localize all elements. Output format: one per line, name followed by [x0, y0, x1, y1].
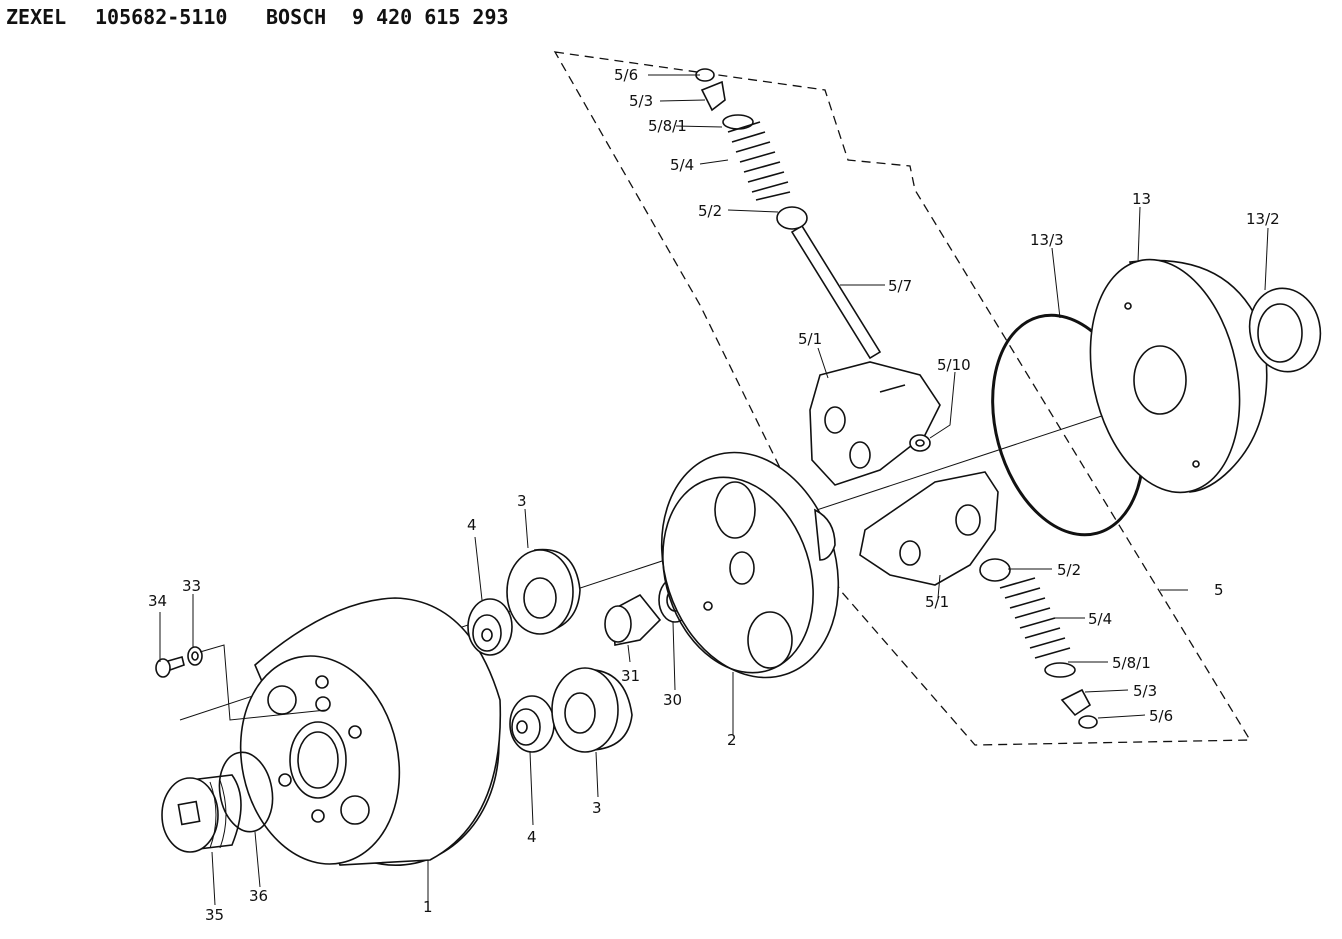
part-33-washer — [187, 646, 203, 666]
part-3-sleeve-upper — [506, 548, 581, 635]
part-5-10-bushing — [909, 434, 931, 452]
label-5-7: 5/7 — [888, 277, 912, 295]
label-5-2-top: 5/2 — [698, 202, 722, 220]
part-34-screw — [155, 656, 185, 678]
part-5-8-1-shim-lower — [1044, 662, 1076, 678]
part-5-1-roller-holder-lower — [859, 471, 999, 586]
part-31-nut — [604, 593, 662, 646]
part-5-4-spring-lower — [999, 577, 1071, 659]
part-1-housing — [239, 597, 502, 866]
part-5-2-seat-upper — [776, 206, 808, 230]
header-brand-bosch: BOSCH — [266, 5, 326, 29]
label-1: 1 — [423, 898, 433, 916]
label-33: 33 — [182, 577, 201, 595]
part-5-4-spring-upper — [727, 121, 791, 201]
label-4-top: 4 — [467, 516, 477, 534]
screw-guide-line — [199, 644, 327, 721]
label-5-6-bottom: 5/6 — [1149, 707, 1173, 725]
part-5-6-cap-lower — [1078, 715, 1098, 729]
label-5-2-bottom: 5/2 — [1057, 561, 1081, 579]
label-3-top: 3 — [517, 492, 527, 510]
label-13-2: 13/2 — [1246, 210, 1280, 228]
label-36: 36 — [249, 887, 268, 905]
part-2-pressure-plate — [660, 451, 840, 679]
label-5-3-bottom: 5/3 — [1133, 682, 1157, 700]
label-30: 30 — [663, 691, 682, 709]
part-3-sleeve-lower — [551, 667, 633, 753]
part-5-1-roller-holder-upper — [809, 361, 941, 486]
label-5-6-top: 5/6 — [614, 66, 638, 84]
part-13-end-cover — [1089, 258, 1268, 494]
label-13: 13 — [1132, 190, 1151, 208]
label-13-3: 13/3 — [1030, 231, 1064, 249]
part-35-plug — [161, 774, 242, 853]
label-5-8-1-bottom: 5/8/1 — [1112, 654, 1151, 672]
leader-lines — [159, 74, 1269, 912]
callout-labels: 5/6 5/3 5/8/1 5/4 5/2 5/7 5/1 5/10 13 13… — [148, 66, 1280, 924]
header-brand-zexel: ZEXEL — [6, 5, 66, 29]
label-5-1-top: 5/1 — [798, 330, 822, 348]
label-3-bottom: 3 — [592, 799, 602, 817]
part-5-3-retainer-lower — [1060, 688, 1092, 717]
label-5-1-bottom: 5/1 — [925, 593, 949, 611]
label-5: 5 — [1214, 581, 1224, 599]
part-5-2-seat-lower — [979, 558, 1011, 582]
lower-spring-stack — [979, 558, 1098, 729]
header-bosch-part-number: 9 420 615 293 — [352, 5, 509, 29]
label-5-4-bottom: 5/4 — [1088, 610, 1112, 628]
part-4-piston-upper — [467, 598, 513, 656]
label-5-8-1-top: 5/8/1 — [648, 117, 687, 135]
label-5-3-top: 5/3 — [629, 92, 653, 110]
label-34: 34 — [148, 592, 167, 610]
subassembly-5-boundary — [553, 51, 1252, 746]
part-13-2-seal — [1248, 287, 1322, 373]
part-36-o-ring — [218, 751, 274, 833]
part-4-piston-lower — [509, 695, 555, 753]
header-zexel-part-number: 105682-5110 — [95, 5, 227, 29]
label-5-10: 5/10 — [937, 356, 971, 374]
label-2: 2 — [727, 731, 737, 749]
part-5-3-retainer-upper — [700, 80, 726, 112]
label-4-bottom: 4 — [527, 828, 537, 846]
label-35: 35 — [205, 906, 224, 924]
upper-spring-stack — [695, 68, 808, 230]
part-5-8-1-shim-upper — [722, 114, 754, 130]
label-5-4-top: 5/4 — [670, 156, 694, 174]
label-31: 31 — [621, 667, 640, 685]
diagram-header: ZEXEL 105682-5110 BOSCH 9 420 615 293 — [6, 5, 509, 29]
